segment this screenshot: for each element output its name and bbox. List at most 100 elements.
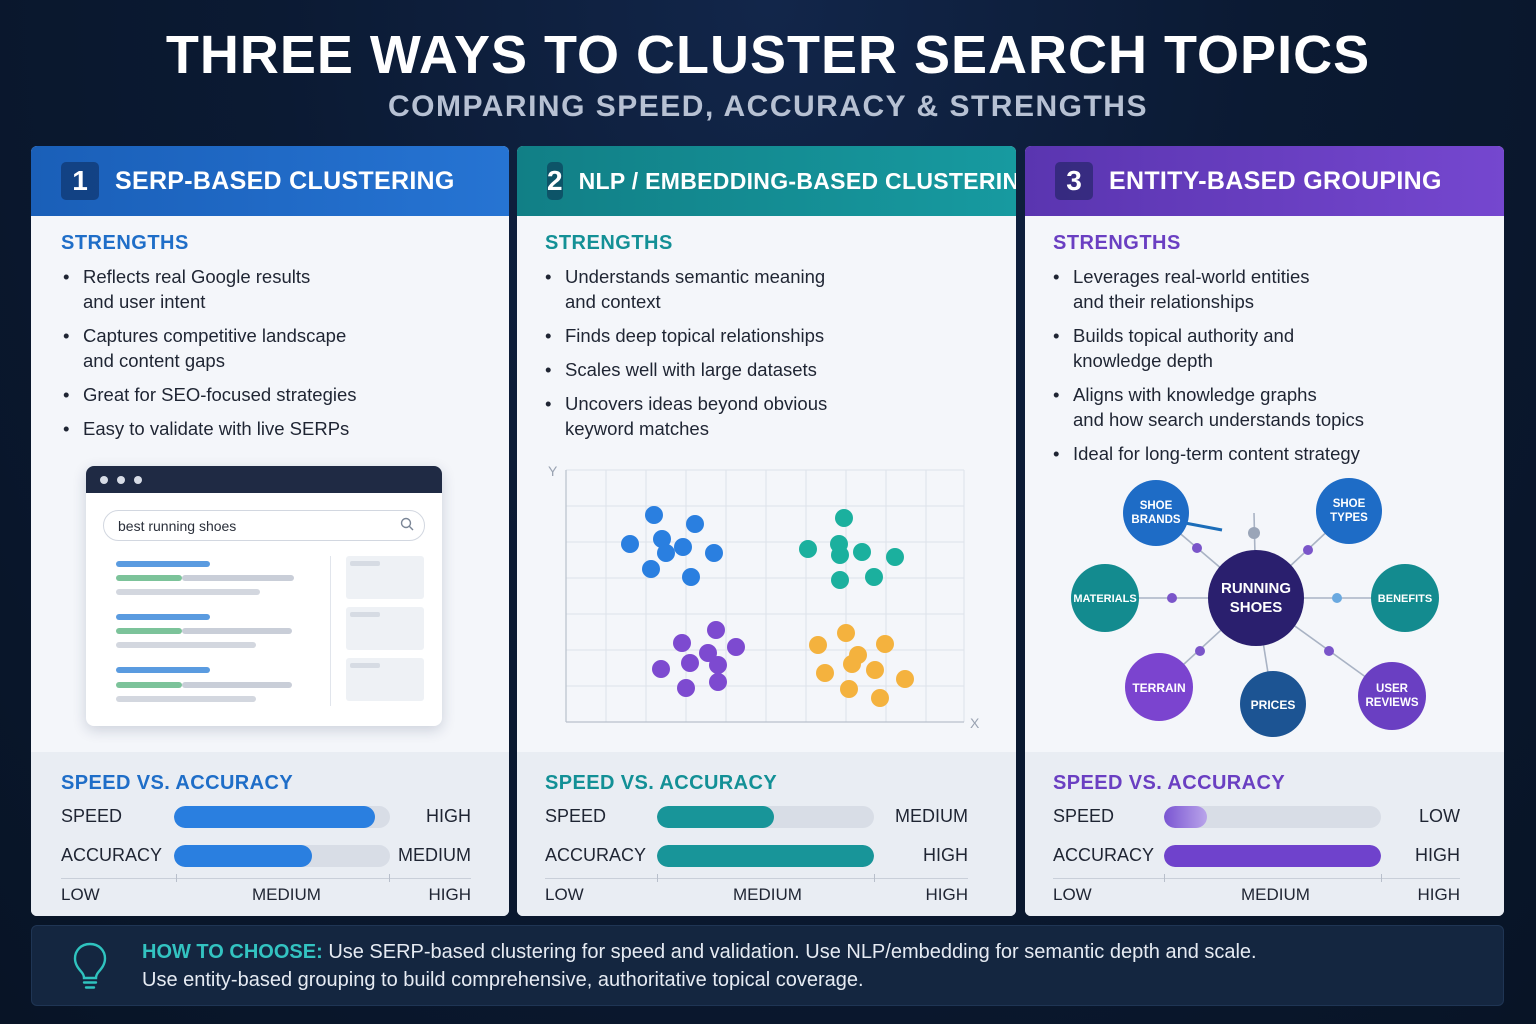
node-label-line: PRICES <box>1251 698 1296 712</box>
strengths-list: Understands semantic meaning and context… <box>545 264 965 450</box>
scale-high: HIGH <box>925 885 969 904</box>
node-running-shoes[interactable]: RUNNING SHOES <box>1208 550 1304 646</box>
embedding-scatter-plot: Y X <box>548 463 980 731</box>
cluster-orange <box>809 624 914 707</box>
scale-tick <box>1164 874 1165 882</box>
result-text-line <box>116 642 256 648</box>
accuracy-value: HIGH <box>1415 845 1460 865</box>
node-label-line: REVIEWS <box>1365 697 1418 709</box>
accuracy-value: MEDIUM <box>398 845 471 865</box>
accuracy-bar <box>1164 845 1381 867</box>
result-url-line <box>116 575 182 581</box>
node-prices[interactable]: PRICES <box>1240 671 1306 737</box>
cluster-purple <box>652 621 745 697</box>
search-input[interactable]: best running shoes <box>103 510 425 541</box>
node-user-reviews[interactable]: USER REVIEWS <box>1358 662 1426 730</box>
speed-label: SPEED <box>1053 806 1115 826</box>
result-title-line <box>116 561 210 567</box>
panel-header: 2 NLP / EMBEDDING-BASED CLUSTERING <box>517 146 1016 216</box>
speed-accuracy-label: SPEED VS. ACCURACY <box>61 772 294 794</box>
cluster-teal <box>799 509 904 589</box>
panel-serp-clustering: 1 SERP-BASED CLUSTERING STRENGTHS Reflec… <box>31 146 509 916</box>
strength-item: Scales well with large datasets <box>545 357 965 382</box>
plot-grid <box>565 469 965 722</box>
scale-low: LOW <box>61 885 100 904</box>
scale-high: HIGH <box>428 885 472 904</box>
how-to-choose-banner: HOW TO CHOOSE: Use SERP-based clustering… <box>31 925 1504 1006</box>
accuracy-bar <box>174 845 390 867</box>
panel-entity-grouping: 3 ENTITY-BASED GROUPING STRENGTHS Levera… <box>1025 146 1504 916</box>
strengths-label: STRENGTHS <box>61 232 189 254</box>
browser-toolbar <box>86 466 442 493</box>
cluster-blue <box>621 506 723 586</box>
strength-item: Aligns with knowledge graphs and how sea… <box>1053 382 1493 432</box>
speed-bar-fill <box>657 806 775 828</box>
panel-header: 1 SERP-BASED CLUSTERING <box>31 146 509 216</box>
speed-bar-fill <box>1164 806 1208 828</box>
strengths-label: STRENGTHS <box>545 232 673 254</box>
result-text-line <box>182 575 294 581</box>
strength-item: Reflects real Google results and user in… <box>63 264 483 314</box>
scale-low: LOW <box>1053 885 1092 904</box>
speed-accuracy-section: SPEED VS. ACCURACY SPEED LOW ACCURACY HI… <box>1025 752 1504 916</box>
accuracy-label: ACCURACY <box>61 845 163 865</box>
scale-tick <box>874 874 875 882</box>
node-label-line: BENEFITS <box>1378 593 1432 605</box>
result-title-line <box>116 667 210 673</box>
node-label-line: SHOE <box>1140 500 1173 512</box>
accuracy-label: ACCURACY <box>545 845 647 865</box>
accuracy-bar <box>657 845 874 867</box>
speed-label: SPEED <box>545 806 607 826</box>
accuracy-bar-fill <box>1164 845 1381 867</box>
search-query: best running shoes <box>118 518 237 534</box>
window-dot-icon <box>134 475 142 484</box>
center-node-line: RUNNING <box>1221 580 1291 597</box>
scale-tick <box>389 874 390 882</box>
page-title: THREE WAYS TO CLUSTER SEARCH TOPICS <box>165 25 1371 85</box>
accuracy-bar-fill <box>174 845 313 867</box>
node-label-line: MATERIALS <box>1073 593 1136 605</box>
footer-line-2: Use entity-based grouping to build compr… <box>142 969 864 991</box>
result-text-line <box>116 696 256 702</box>
accuracy-bar-fill <box>657 845 874 867</box>
speed-accuracy-label: SPEED VS. ACCURACY <box>1053 772 1286 794</box>
strength-item: Captures competitive landscape and conte… <box>63 323 483 373</box>
speed-bar-fill <box>174 806 375 828</box>
footer-key: HOW TO CHOOSE: <box>142 941 323 963</box>
scale-axis <box>545 878 968 879</box>
scale-low: LOW <box>545 885 584 904</box>
panel-header: 3 ENTITY-BASED GROUPING <box>1025 146 1504 216</box>
node-benefits[interactable]: BENEFITS <box>1371 564 1439 632</box>
x-axis-label: X <box>970 715 980 731</box>
strength-item: Leverages real-world entities and their … <box>1053 264 1493 314</box>
node-terrain[interactable]: TERRAIN <box>1125 653 1193 721</box>
column-divider <box>330 556 331 706</box>
panel-number-badge: 3 <box>1055 162 1093 200</box>
accuracy-value: HIGH <box>923 845 968 865</box>
node-label-line: BRANDS <box>1131 514 1181 526</box>
footer-line-1: Use SERP-based clustering for speed and … <box>328 941 1257 963</box>
search-icon[interactable] <box>400 517 414 531</box>
node-shoe-types[interactable]: SHOE TYPES <box>1316 478 1382 544</box>
sidebar-card <box>346 607 424 650</box>
serp-mockup: best running shoes <box>86 466 442 726</box>
strength-item: Understands semantic meaning and context <box>545 264 965 314</box>
scale-medium: MEDIUM <box>252 885 321 904</box>
node-shoe-brands[interactable]: SHOE BRANDS <box>1123 480 1189 546</box>
scale-medium: MEDIUM <box>1241 885 1310 904</box>
panel-number-badge: 2 <box>547 162 563 200</box>
sidebar-card <box>346 658 424 701</box>
panel-number-badge: 1 <box>61 162 99 200</box>
window-dot-icon <box>117 475 125 484</box>
strength-item: Ideal for long-term content strategy <box>1053 441 1493 466</box>
scale-axis <box>61 878 471 879</box>
speed-value: HIGH <box>426 806 471 826</box>
scale-tick <box>176 874 177 882</box>
speed-accuracy-section: SPEED VS. ACCURACY SPEED MEDIUM ACCURACY… <box>517 752 1016 916</box>
strengths-label: STRENGTHS <box>1053 232 1181 254</box>
node-materials[interactable]: MATERIALS <box>1071 564 1139 632</box>
panel-nlp-clustering: 2 NLP / EMBEDDING-BASED CLUSTERING STREN… <box>517 146 1016 916</box>
strength-item: Finds deep topical relationships <box>545 323 965 348</box>
strength-item: Builds topical authority and knowledge d… <box>1053 323 1493 373</box>
y-axis-label: Y <box>548 463 558 479</box>
